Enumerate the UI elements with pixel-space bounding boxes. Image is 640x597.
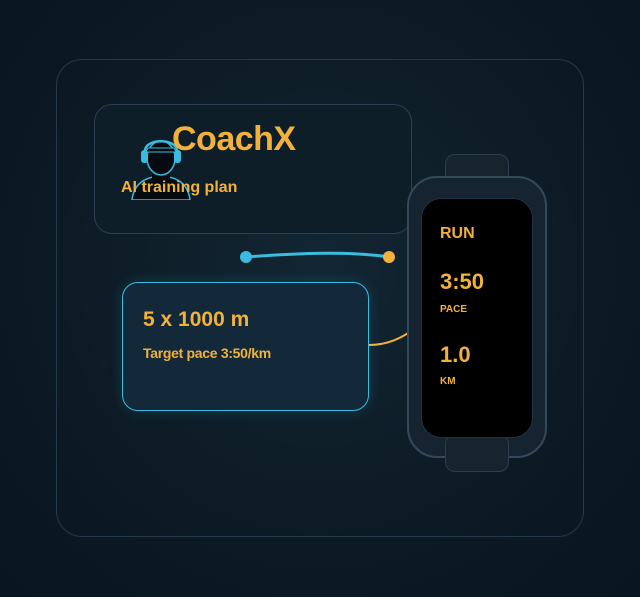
coach-avatar-icon [131,140,191,200]
watch-strap-bottom [445,434,509,472]
watch-pace-label: PACE [440,304,468,315]
watch-distance-value: 1.0 [440,342,471,367]
workout-target-pace: Target pace 3:50/km [143,345,271,361]
workout-card[interactable] [122,282,369,411]
brand-name: CoachX [172,120,296,158]
brand-tagline: AI training plan [121,179,238,196]
watch-distance-label: KM [440,376,456,387]
coach-card [94,104,412,234]
watch-activity: RUN [440,225,475,242]
watch-pace-value: 3:50 [440,269,485,294]
smartwatch: RUN 3:50 PACE 1.0 KM [407,154,547,472]
outer-frame [56,59,584,537]
workout-title: 5 x 1000 m [143,308,250,331]
watch-screen[interactable] [421,198,533,438]
